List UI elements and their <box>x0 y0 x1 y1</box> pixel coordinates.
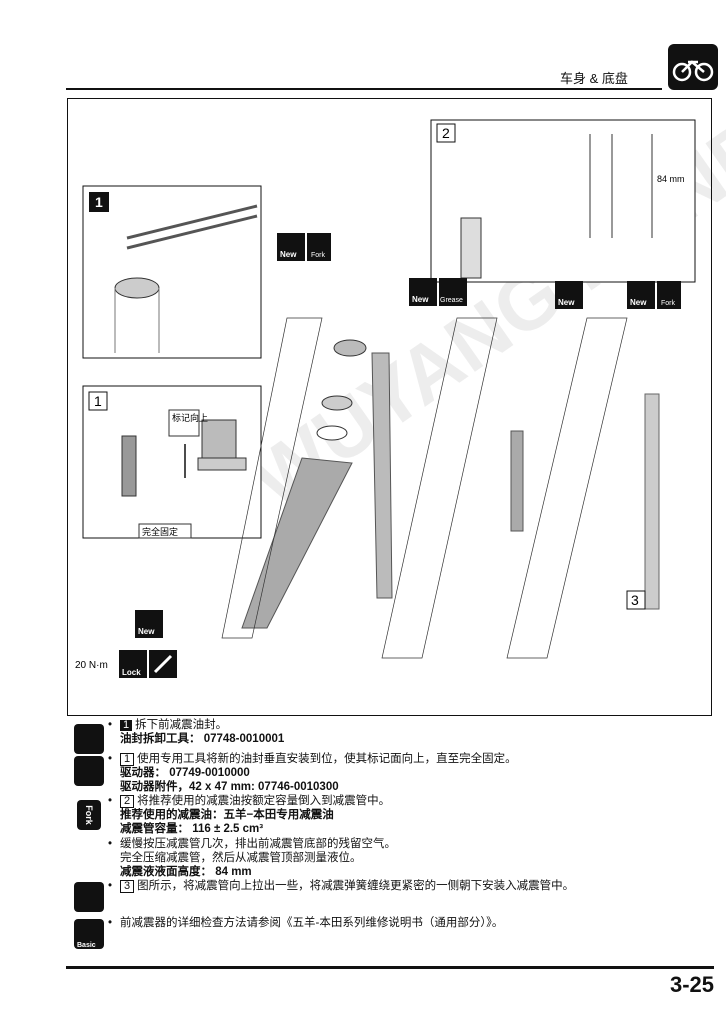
callout-1-filled <box>89 192 109 212</box>
fork-oil-icon: Fork <box>307 233 331 261</box>
page-number: 3-25 <box>669 972 714 997</box>
fork-oil-icon: Fork <box>77 800 101 830</box>
new-icon: New <box>135 610 163 638</box>
fork-oil-icon: Fork <box>657 281 681 309</box>
svg-text:New: New <box>280 250 297 259</box>
new-icon: New <box>409 278 437 306</box>
callout-text: 1 <box>95 194 103 210</box>
remove-icon <box>74 724 104 754</box>
svg-text:Fork: Fork <box>311 252 326 259</box>
oil-level-dimension: 84 mm <box>657 174 685 184</box>
svg-text:New: New <box>412 295 429 304</box>
install-icon <box>74 756 104 786</box>
svg-text:New: New <box>138 627 155 636</box>
wrench-icon <box>149 650 177 678</box>
motorcycle-icon <box>668 44 718 90</box>
step-6: •前减震器的详细检查方法请参阅《五羊-本田系列维修说明书（通用部分）》。 <box>108 917 504 929</box>
lock-icon: Lock <box>119 650 147 678</box>
diagram-frame <box>67 98 712 716</box>
svg-text:New: New <box>558 298 575 307</box>
inset-seal-removal <box>82 185 262 359</box>
new-icon: New <box>277 233 305 261</box>
install-icon <box>74 882 104 912</box>
callout-text: 1 <box>94 393 102 409</box>
basic-book-icon: Basic <box>74 919 104 949</box>
callout-text: 2 <box>442 125 450 141</box>
svg-text:Grease: Grease <box>440 297 463 304</box>
fully-seated-label: 完全固定 <box>142 526 178 537</box>
section-title: 车身 & 底盘 <box>560 71 628 86</box>
footer-rule <box>66 966 714 969</box>
new-icon: New <box>627 281 655 309</box>
svg-text:Fork: Fork <box>661 300 676 307</box>
svg-text:New: New <box>630 298 647 307</box>
header-rule <box>66 88 662 90</box>
new-icon: New <box>555 281 583 309</box>
grease-icon: Grease <box>439 278 467 306</box>
mark-up-label: 标记向上 <box>172 412 208 423</box>
svg-text:Lock: Lock <box>122 668 141 677</box>
callout-text: 3 <box>631 592 639 608</box>
torque-value: 20 N·m <box>75 660 108 671</box>
fork-exploded-diagram: 1 1 标记向上 完全固定 2 84 mm 3 New <box>75 119 696 678</box>
step-4: •缓慢按压减震管几次，排出前减震管底部的残留空气。 <box>108 838 396 850</box>
